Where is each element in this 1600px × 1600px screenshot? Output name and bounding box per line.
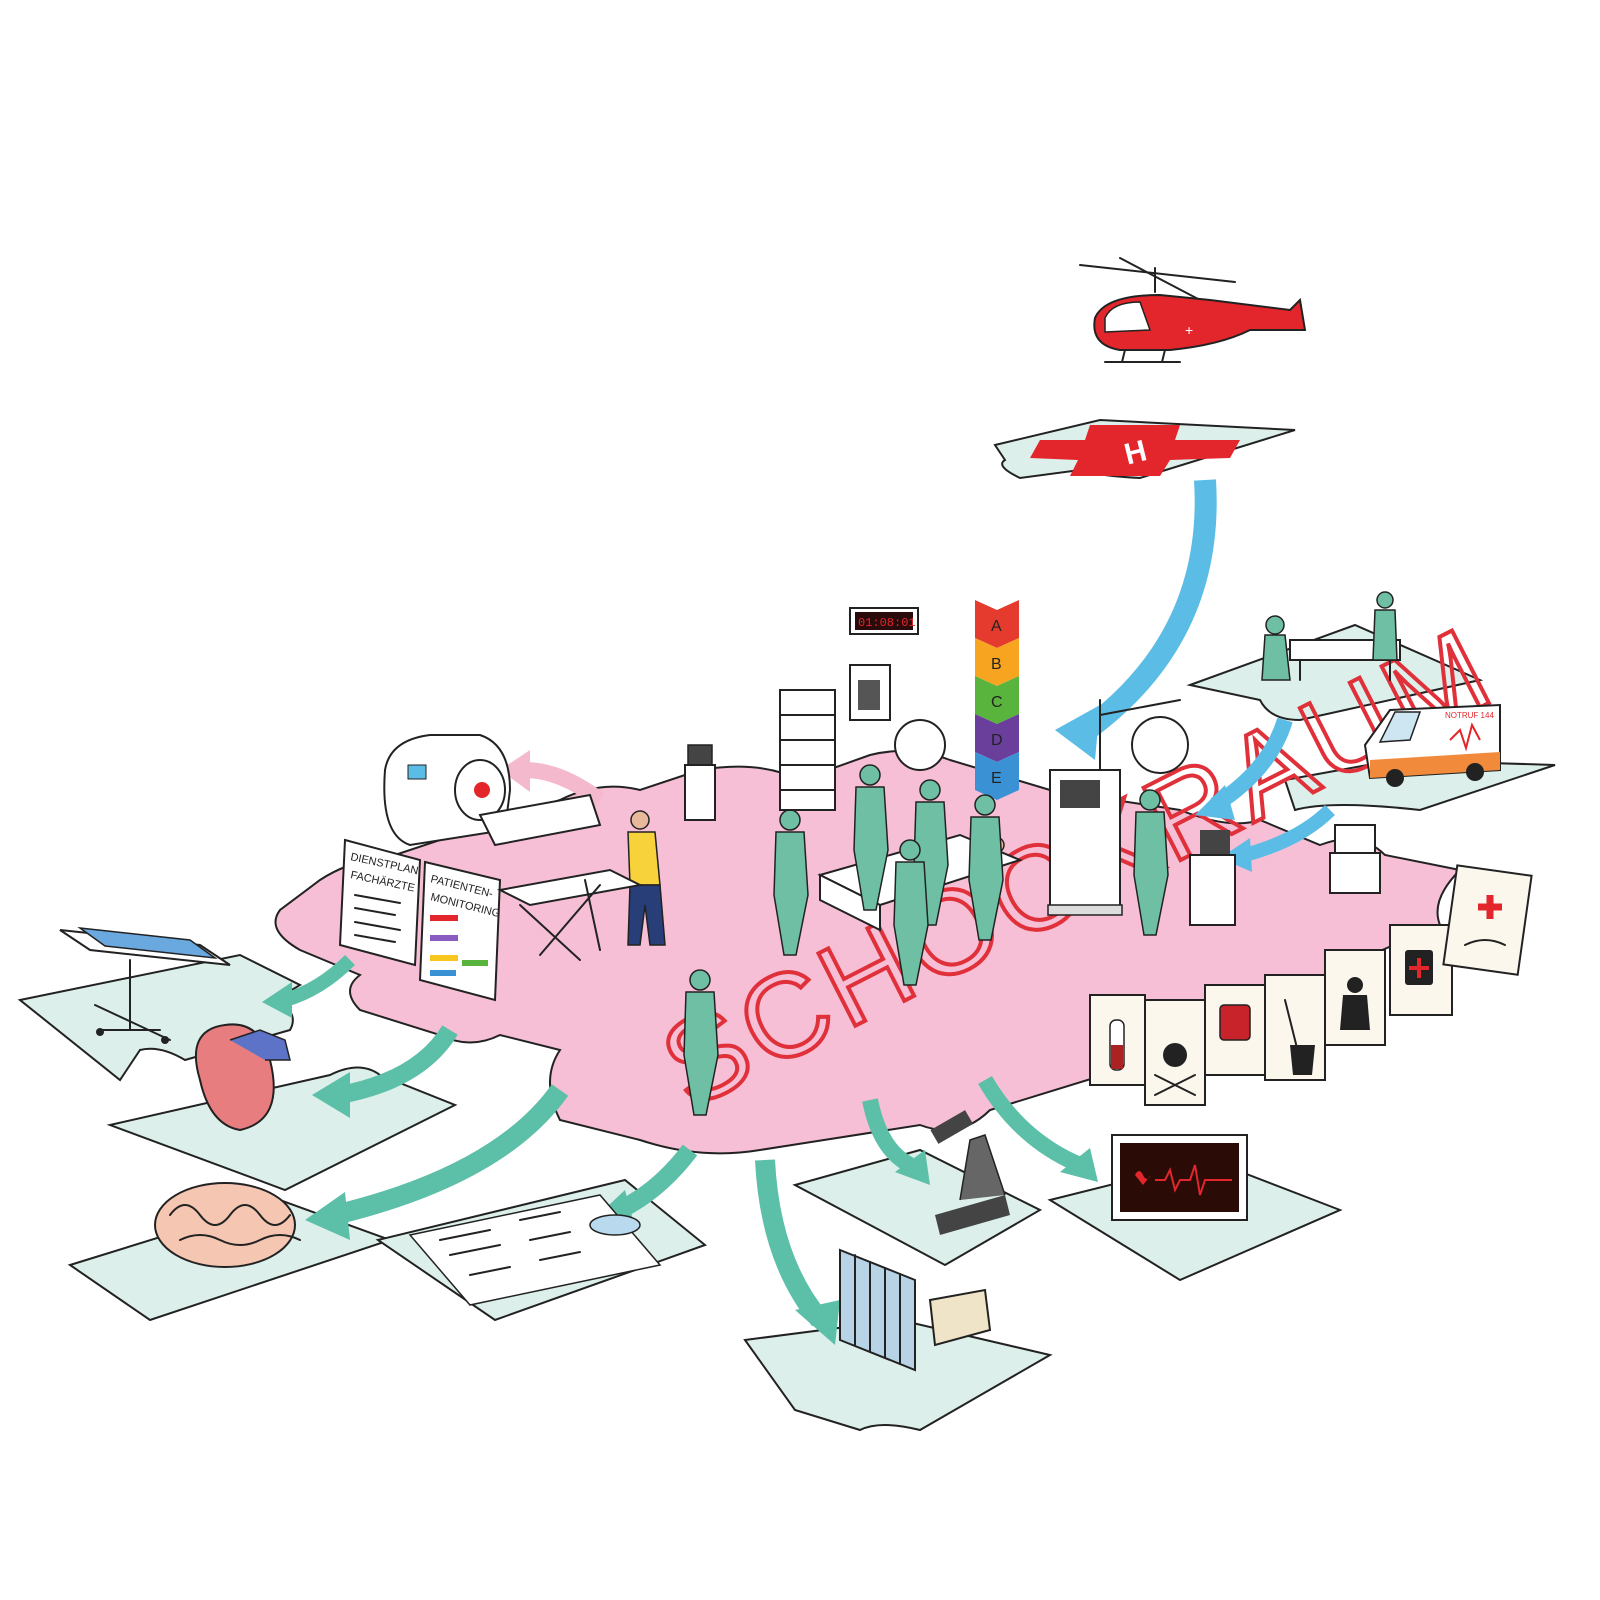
staff-member (773, 809, 809, 956)
or-lights (894, 699, 1189, 774)
staff-member (968, 794, 1004, 941)
paramedic-stretcher (496, 868, 644, 961)
arrow-out-brain (332, 1084, 569, 1225)
defibrillator-cart (1329, 824, 1381, 894)
stretcher-icon (59, 926, 231, 1044)
wall-phone (849, 664, 891, 721)
first-aid-card (1442, 864, 1533, 976)
arrow-ambulance-in (1243, 804, 1335, 862)
resource-cards (1089, 864, 1533, 1106)
tile-curtain (743, 1318, 1053, 1432)
arrow-out-brain-head (305, 1192, 350, 1240)
arrow-out-ecg-head (1060, 1148, 1098, 1182)
tile-transfer (1186, 623, 1484, 722)
wall-clock-value: 01:08:01 (858, 616, 916, 630)
ct-scanner-icon (383, 734, 602, 847)
staff-member (853, 764, 889, 911)
staff-member (1133, 789, 1169, 936)
abcde-letter-e: E (991, 770, 1002, 787)
brain-icon (154, 1182, 301, 1268)
helicopter-icon: + (1079, 257, 1307, 363)
microscope-icon (930, 1110, 1010, 1235)
abcde-step-d (975, 714, 1019, 762)
arrow-transfer-in-head (1195, 785, 1235, 820)
skull-card (1144, 999, 1206, 1106)
arrow-out-heart (338, 1025, 458, 1104)
abcde-step-e (975, 752, 1019, 800)
medication-card (1389, 924, 1453, 1016)
ambulance-icon: NOTRUF 144 (1363, 703, 1501, 787)
abcde-step-a (975, 600, 1019, 648)
arrow-ct-head (500, 750, 530, 792)
arrow-out-stretcher (282, 954, 355, 1007)
arrow-helipad-in-head (1055, 705, 1100, 760)
tile-microscope (792, 1148, 1043, 1267)
tile-heart (106, 1066, 458, 1192)
arrow-out-heart-head (312, 1072, 350, 1118)
arrow-out-curtain-head (795, 1300, 840, 1345)
staff-team (683, 764, 1169, 1116)
arrow-out-curtain (755, 1159, 828, 1327)
abcde-letter-a: A (991, 618, 1002, 635)
transfer-scene (1261, 591, 1401, 681)
flow-arrows (262, 479, 1335, 1345)
arrow-out-microscope-head (895, 1150, 930, 1185)
arrow-out-ecg (978, 1075, 1084, 1173)
arrow-out-stretcher-head (262, 982, 292, 1018)
abcde-letter-c: C (991, 694, 1003, 711)
blood-bag-card (1204, 984, 1266, 1076)
paramedic (627, 810, 666, 946)
abcde-step-c (975, 676, 1019, 724)
ambulance-label: NOTRUF 144 (1445, 711, 1494, 720)
security-card (1324, 949, 1386, 1046)
helipad: H (1030, 425, 1240, 476)
wall-clock: 01:08:01 (849, 607, 919, 635)
staff-member (683, 969, 719, 1116)
board-patient-monitoring: PATIENTEN- MONITORING (418, 860, 501, 1002)
surgical-instruments-icon (408, 1194, 662, 1306)
abcde-step-b (975, 638, 1019, 686)
cleaning-card (1264, 974, 1326, 1081)
ecg-monitor-icon (1111, 1134, 1248, 1221)
curtain-bed-icon (839, 1248, 992, 1372)
helipad-cross (1030, 425, 1240, 476)
ventilator (684, 744, 716, 821)
equipment-shelf (779, 689, 836, 811)
abcde-letter-d: D (991, 732, 1003, 749)
svg-text:+: + (1185, 322, 1193, 338)
abcde-column: A B C D E (975, 600, 1019, 800)
board-duty-roster: DIENSTPLAN FACHÄRZTE (338, 838, 422, 967)
anesthesia-machine (1047, 769, 1123, 916)
arrow-helipad-in (1073, 479, 1217, 744)
abcde-letter-b: B (991, 656, 1002, 673)
monitor-cart (1189, 830, 1236, 926)
staff-member (893, 839, 929, 986)
heart-icon (194, 1023, 291, 1132)
tile-ambulance (1283, 758, 1556, 812)
arrow-out-instruments (615, 1144, 698, 1219)
arrow-out-microscope (862, 1098, 914, 1173)
test-tube-card (1089, 994, 1146, 1086)
arrow-ct (524, 762, 605, 807)
